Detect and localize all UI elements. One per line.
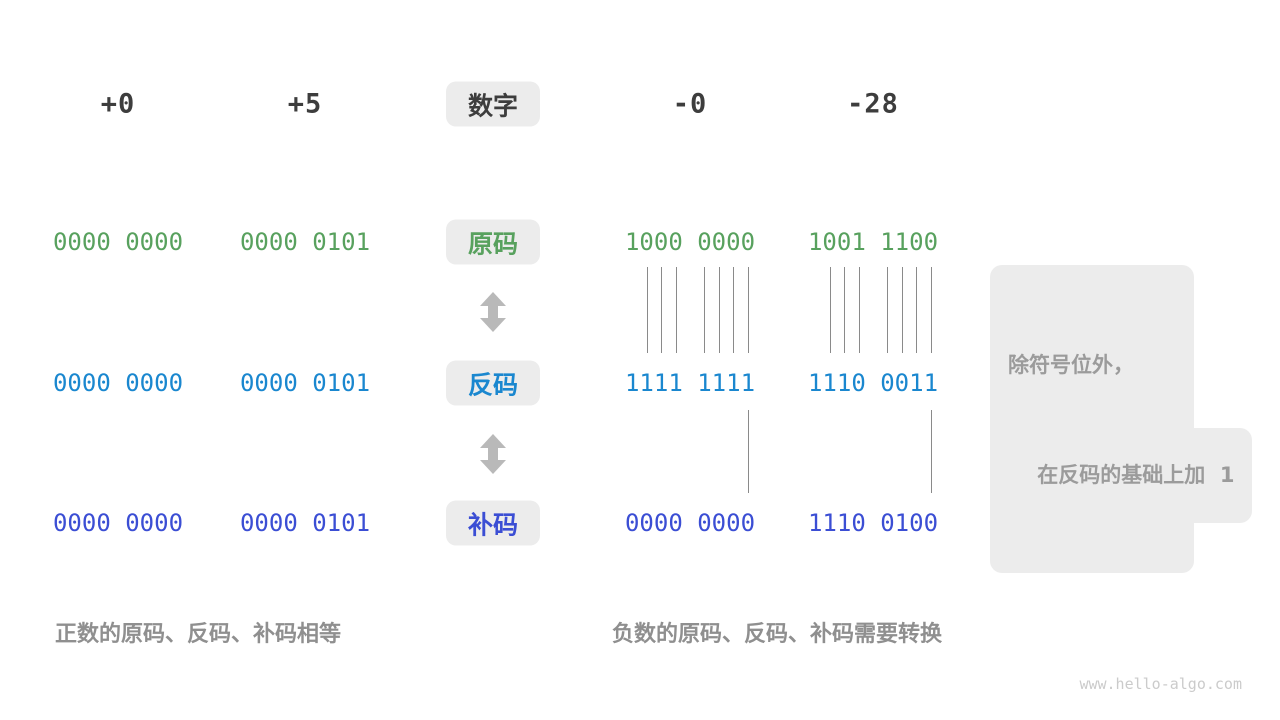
sign-magnitude-value: 1000 0000 (624, 228, 756, 256)
bit-connector-line (733, 267, 735, 353)
bit-connector-line (887, 267, 889, 353)
bit-connector-line (844, 267, 846, 353)
ones-complement-value: 0000 0000 (52, 369, 184, 397)
bit-connector-line (930, 410, 932, 493)
bit-connector-line (675, 267, 677, 353)
bit-connector-line (747, 410, 749, 493)
twos-complement-value: 1110 0100 (807, 509, 939, 537)
bit-connector-line (704, 267, 706, 353)
header-value-neg-28: -28 (847, 88, 899, 120)
invert-bits-note-line1: 除符号位外， (1008, 353, 1134, 377)
twos-complement-value: 0000 0000 (52, 509, 184, 537)
header-label-text: 数字 (467, 91, 518, 120)
twos-complement-value: 0000 0000 (624, 509, 756, 537)
sign-magnitude-value: 1001 1100 (807, 228, 939, 256)
header-value-pos-zero: +0 (100, 88, 136, 120)
ones-complement-value: 0000 0101 (239, 369, 371, 397)
updown-arrow-icon (480, 434, 506, 474)
sign-magnitude-value: 0000 0000 (52, 228, 184, 256)
header-label-box: 数字 (446, 81, 540, 127)
bit-connector-line (718, 267, 720, 353)
watermark-text: www.hello-algo.com (1079, 675, 1242, 693)
bit-connector-line (829, 267, 831, 353)
bit-connector-line (930, 267, 932, 353)
twos-complement-value: 0000 0101 (239, 509, 371, 537)
add-one-note: 在反码的基础上加 1 (990, 428, 1253, 523)
ones-complement-label-text: 反码 (467, 370, 518, 399)
ones-complement-value: 1111 1111 (624, 369, 756, 397)
header-value-neg-zero: -0 (672, 88, 708, 120)
sign-magnitude-label-box: 原码 (446, 219, 540, 265)
positive-numbers-caption: 正数的原码、反码、补码相等 (55, 622, 342, 647)
negative-numbers-caption: 负数的原码、反码、补码需要转换 (612, 622, 943, 647)
header-value-pos-five: +5 (287, 88, 323, 120)
add-one-note-text: 在反码的基础上加 1 (1037, 463, 1235, 487)
bit-connector-line (646, 267, 648, 353)
twos-complement-label-box: 补码 (446, 500, 540, 546)
ones-complement-value: 1110 0011 (807, 369, 939, 397)
bit-connector-line (916, 267, 918, 353)
sign-magnitude-value: 0000 0101 (239, 228, 371, 256)
twos-complement-label-text: 补码 (467, 510, 518, 539)
sign-magnitude-label-text: 原码 (467, 229, 518, 258)
bit-connector-line (747, 267, 749, 353)
bit-connector-line (858, 267, 860, 353)
bit-connector-line (901, 267, 903, 353)
updown-arrow-icon (480, 292, 506, 332)
invert-bits-note: 除符号位外， 对其余所有位取反 (990, 265, 1194, 573)
bit-connector-line (661, 267, 663, 353)
ones-complement-label-box: 反码 (446, 360, 540, 406)
